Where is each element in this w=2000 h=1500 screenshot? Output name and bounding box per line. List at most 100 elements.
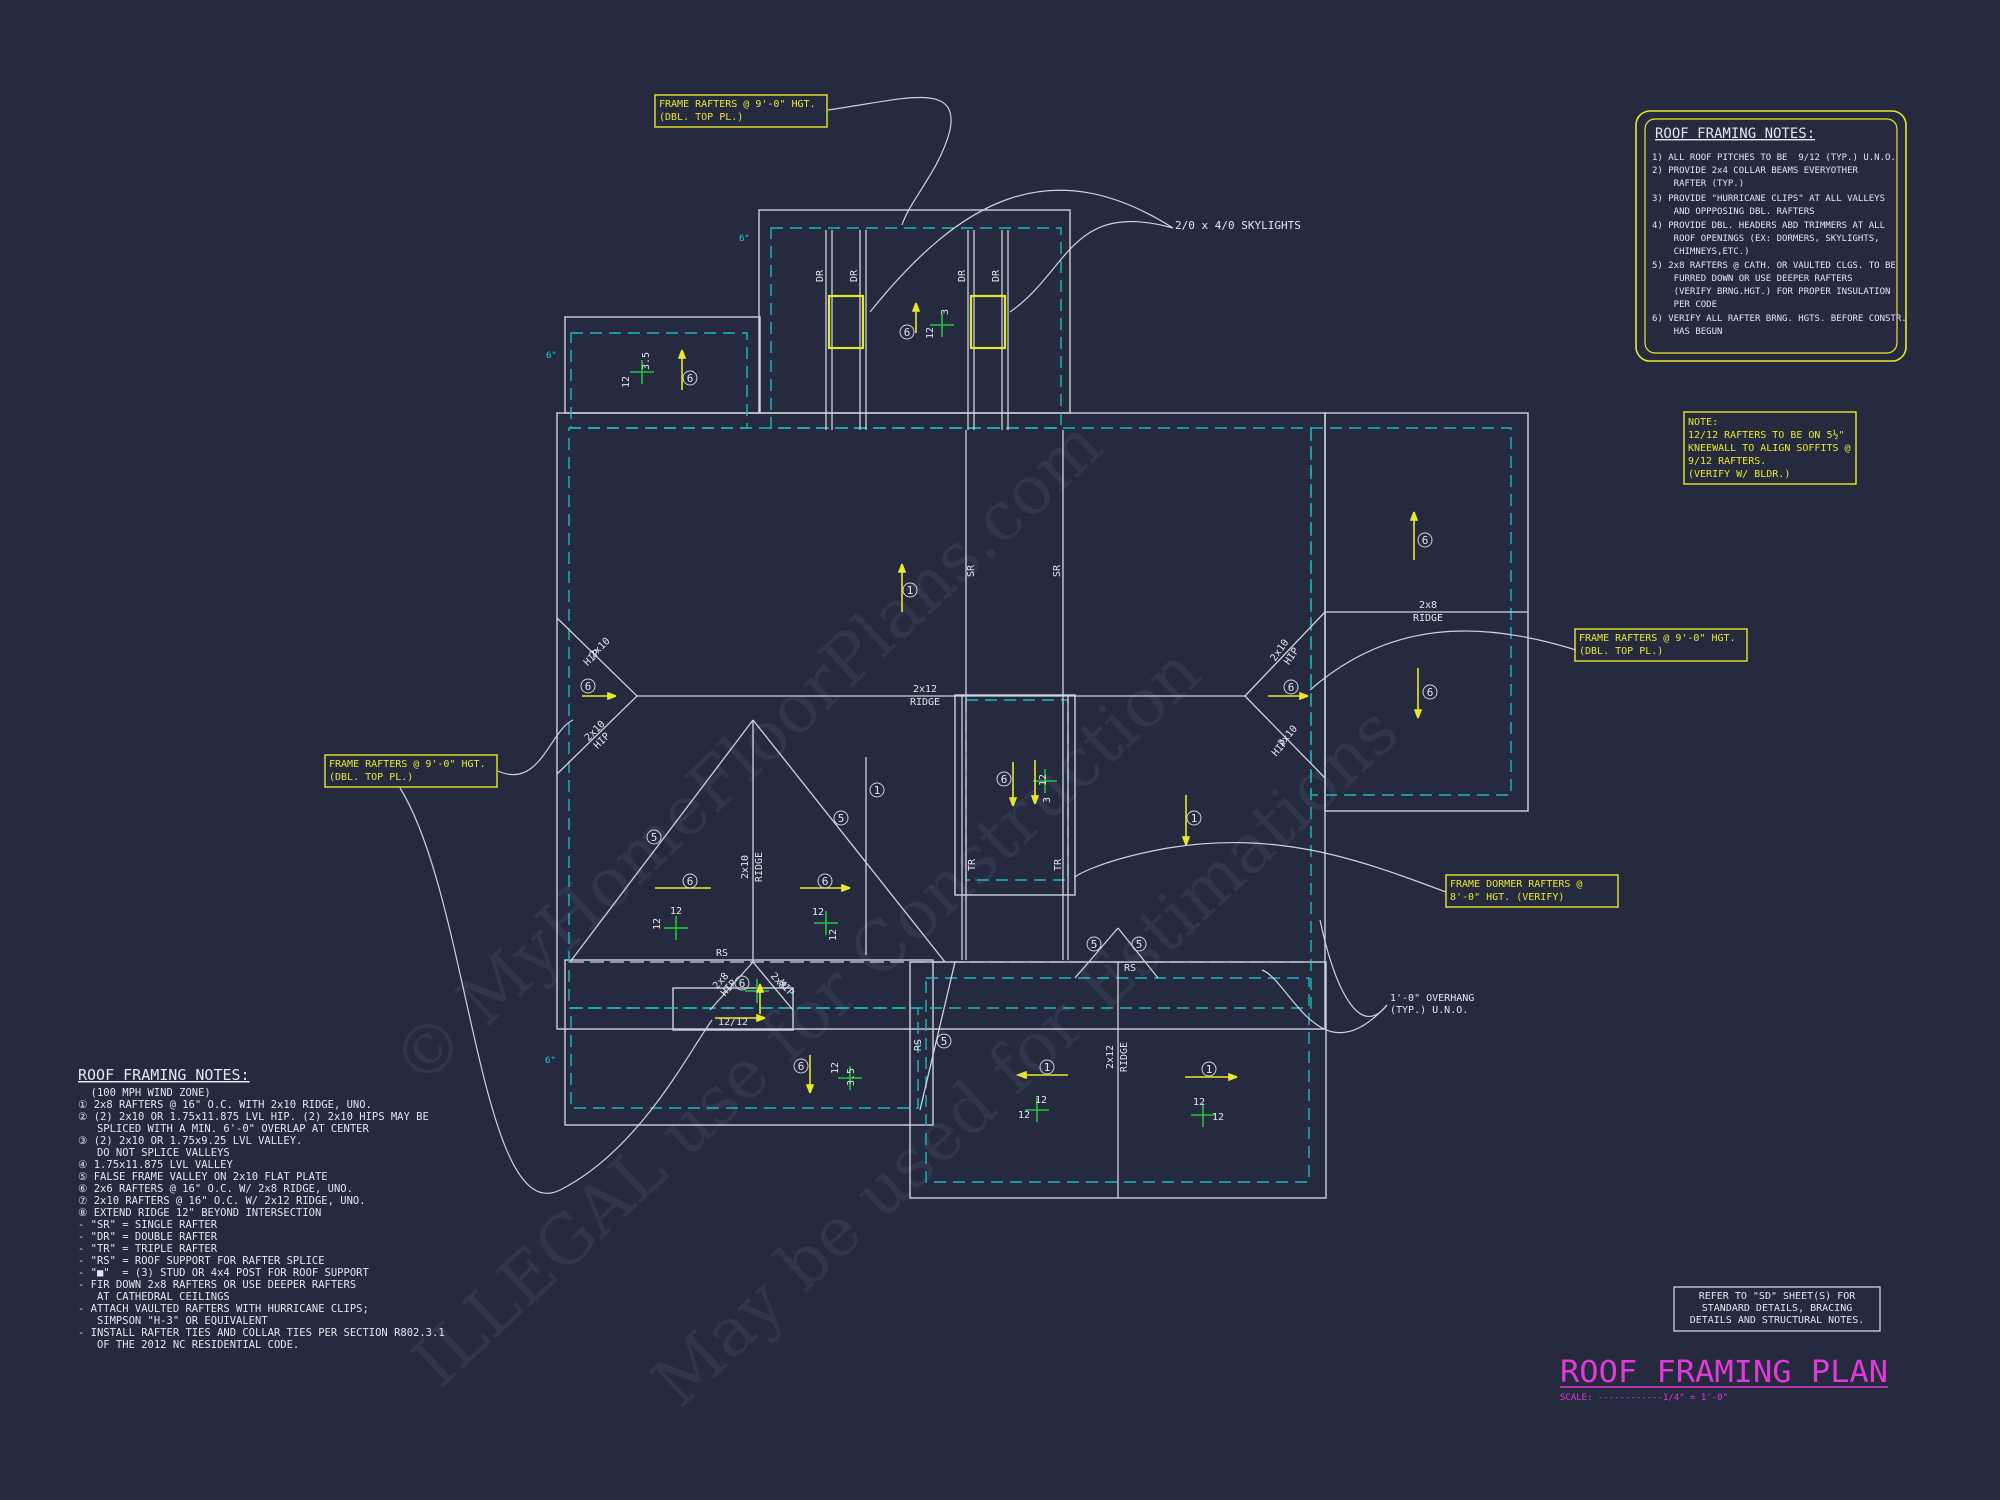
refer-box: REFER TO "SD" SHEET(S) FOR STANDARD DETA… bbox=[1673, 1286, 1881, 1332]
leader-overhang bbox=[1319, 919, 1388, 1018]
circle-5-e: 5 bbox=[936, 1033, 952, 1049]
notes-box-item-5: AND OPPPOSING DBL. RAFTERS bbox=[1652, 207, 1815, 217]
pitch-num-6b: 3.5 bbox=[846, 1068, 857, 1086]
circle-5-b: 5 bbox=[833, 810, 849, 826]
pitch-marker-7 bbox=[1025, 1098, 1049, 1122]
kneewall-note-line-3: KNEEWALL TO ALIGN SOFFITS @ bbox=[1688, 443, 1851, 454]
leader-dormer bbox=[1073, 842, 1447, 893]
pitch-marker-3 bbox=[664, 916, 688, 940]
rs-label-right: RS bbox=[1124, 963, 1136, 974]
svg-text:1: 1 bbox=[1191, 812, 1198, 825]
svg-text:6: 6 bbox=[739, 977, 746, 990]
callout-dormer: FRAME DORMER RAFTERS @ 8'-0" HGT. (VERIF… bbox=[1445, 874, 1619, 908]
dr-label-2: DR bbox=[849, 269, 860, 282]
svg-text:6: 6 bbox=[822, 875, 829, 888]
callout-right-line-1: FRAME RAFTERS @ 9'-0" HGT. bbox=[1579, 633, 1736, 644]
notes-box-item-4: 3) PROVIDE "HURRICANE CLIPS" AT ALL VALL… bbox=[1652, 194, 1885, 204]
arrow-4 bbox=[1409, 511, 1419, 560]
drawing-title: ROOF FRAMING PLAN bbox=[1560, 1355, 1888, 1390]
arrow-15 bbox=[1185, 1072, 1238, 1082]
skylight-left[interactable] bbox=[827, 294, 865, 350]
circle-6-e: 6 bbox=[580, 678, 596, 694]
svg-text:6: 6 bbox=[1288, 681, 1295, 694]
low-ridge-size: 2x12 bbox=[1105, 1045, 1116, 1069]
kneewall-note-line-5: (VERIFY W/ BLDR.) bbox=[1688, 469, 1790, 480]
callout-right-line-2: (DBL. TOP PL.) bbox=[1579, 646, 1663, 657]
arrow-10 bbox=[582, 691, 617, 701]
circled-numbers: 6 6 1 6 6 6 6 5 5 6 6 1 6 1 5 5 6 5 6 1 … bbox=[580, 324, 1438, 1077]
pitch-marker-8 bbox=[1191, 1103, 1215, 1127]
pitch-marker-4 bbox=[814, 911, 838, 935]
legend-line-7: ④ 1.75x11.875 LVL VALLEY bbox=[78, 1159, 233, 1171]
notes-box: ROOF FRAMING NOTES: 1) ALL ROOF PITCHES … bbox=[1635, 110, 1907, 362]
skylight-right[interactable] bbox=[969, 294, 1007, 350]
overhang-note-line-2: (TYP.) U.N.O. bbox=[1390, 1005, 1468, 1016]
dr-label-4: DR bbox=[991, 269, 1002, 282]
pitch-num-8b: 12 bbox=[1212, 1112, 1224, 1123]
circle-1-d: 1 bbox=[1039, 1059, 1055, 1075]
svg-text:5: 5 bbox=[941, 1035, 948, 1048]
svg-text:6: 6 bbox=[687, 372, 694, 385]
arrow-17 bbox=[715, 1013, 766, 1023]
legend-line-17: - FIR DOWN 2x8 RAFTERS OR USE DEEPER RAF… bbox=[78, 1279, 356, 1291]
small-hip-right bbox=[752, 961, 794, 1011]
pitch-num-5a: 12 bbox=[1038, 774, 1049, 786]
leader-overhang-2 bbox=[1261, 969, 1388, 1034]
small-hip-left bbox=[709, 961, 754, 1011]
circle-1-a: 1 bbox=[902, 582, 918, 598]
svg-text:1: 1 bbox=[1044, 1061, 1051, 1074]
overhang-6-left: 6" bbox=[546, 351, 557, 361]
legend: ROOF FRAMING NOTES: (100 MPH WIND ZONE) … bbox=[78, 1066, 445, 1351]
valley-bottom-diag bbox=[919, 961, 956, 1111]
overhang-note-line-1: 1'-0" OVERHANG bbox=[1390, 993, 1474, 1004]
gable-ridge-label: RIDGE bbox=[754, 852, 765, 882]
notes-box-item-10: FURRED DOWN OR USE DEEPER RAFTERS bbox=[1652, 274, 1852, 284]
refer-line-3: DETAILS AND STRUCTURAL NOTES. bbox=[1690, 1315, 1865, 1326]
legend-line-21: - INSTALL RAFTER TIES AND COLLAR TIES PE… bbox=[78, 1327, 445, 1339]
pitch-markers bbox=[630, 313, 1215, 1127]
notes-box-item-14: HAS BEGUN bbox=[1652, 327, 1722, 337]
center-dormer-outline bbox=[954, 694, 1076, 896]
drawing-scale: SCALE: ------------1/4" = 1'-0" bbox=[1560, 1393, 1728, 1403]
svg-text:6: 6 bbox=[1422, 534, 1429, 547]
circle-1-e: 1 bbox=[1201, 1061, 1217, 1077]
legend-line-10: ⑦ 2x10 RAFTERS @ 16" O.C. W/ 2x12 RIDGE,… bbox=[78, 1195, 366, 1207]
legend-line-9: ⑥ 2x6 RAFTERS @ 16" O.C. W/ 2x8 RIDGE, U… bbox=[78, 1183, 353, 1195]
kneewall-note: NOTE: 12/12 RAFTERS TO BE ON 5½" KNEEWAL… bbox=[1683, 411, 1857, 485]
svg-text:5: 5 bbox=[651, 831, 658, 844]
legend-line-15: - "RS" = ROOF SUPPORT FOR RAFTER SPLICE bbox=[78, 1255, 325, 1267]
main-ridge-label: RIDGE bbox=[910, 697, 940, 708]
circle-1-c: 1 bbox=[1186, 810, 1202, 826]
svg-text:5: 5 bbox=[1136, 938, 1143, 951]
legend-line-20: SIMPSON "H-3" OR EQUIVALENT bbox=[78, 1315, 268, 1327]
legend-line-19: - ATTACH VAULTED RAFTERS WITH HURRICANE … bbox=[78, 1303, 369, 1315]
drawing-title-block: ROOF FRAMING PLAN SCALE: ------------1/4… bbox=[1560, 1355, 1888, 1403]
circle-5-c: 5 bbox=[1086, 936, 1102, 952]
arrow-7 bbox=[1008, 762, 1018, 807]
valley-gable-right bbox=[752, 719, 946, 963]
leader-lines bbox=[399, 96, 1577, 1194]
pitch-num-4b: 12 bbox=[828, 929, 839, 941]
arrow-14 bbox=[1015, 1070, 1068, 1080]
legend-line-8: ⑤ FALSE FRAME VALLEY ON 2x10 FLAT PLATE bbox=[78, 1171, 328, 1183]
left-bump-wall-dashed bbox=[570, 332, 748, 429]
svg-text:6: 6 bbox=[798, 1060, 805, 1073]
callout-top: FRAME RAFTERS @ 9'-0" HGT. (DBL. TOP PL.… bbox=[654, 94, 828, 128]
circle-5-a: 5 bbox=[646, 829, 662, 845]
pitch-num-8a: 12 bbox=[1193, 1097, 1205, 1108]
circle-6-j: 6 bbox=[734, 975, 750, 991]
svg-text:1: 1 bbox=[1206, 1063, 1213, 1076]
legend-line-4: SPLICED WITH A MIN. 6'-0" OVERLAP AT CEN… bbox=[78, 1123, 369, 1135]
hip-line-left-lower bbox=[556, 695, 638, 775]
svg-text:6: 6 bbox=[1001, 773, 1008, 786]
legend-line-5: ③ (2) 2x10 OR 1.75x9.25 LVL VALLEY. bbox=[78, 1135, 302, 1147]
dr-label-3: DR bbox=[957, 269, 968, 282]
arrow-2 bbox=[911, 302, 921, 333]
legend-line-13: - "DR" = DOUBLE RAFTER bbox=[78, 1231, 218, 1243]
circle-6-f: 6 bbox=[1283, 679, 1299, 695]
legend-line-18: AT CATHEDRAL CEILINGS bbox=[78, 1291, 230, 1303]
tr-label-right: TR bbox=[1053, 858, 1064, 871]
rs-label-left: RS bbox=[716, 948, 728, 959]
pitch-12-12-label: 12/12 bbox=[718, 1017, 748, 1028]
